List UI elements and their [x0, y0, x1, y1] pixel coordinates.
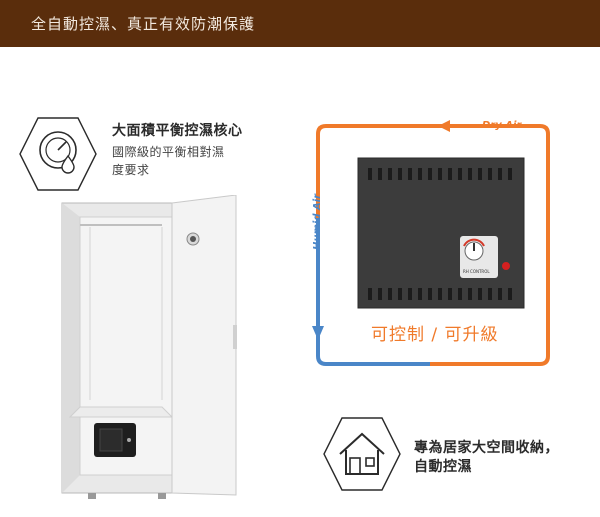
- device-label: RH CONTROL: [463, 269, 490, 274]
- feature2-line1: 專為居家大空間收納，: [414, 440, 559, 456]
- feature2-line2: 自動控濕: [414, 459, 472, 475]
- dry-air-label: Dry Air: [482, 120, 522, 131]
- humidity-gauge-icon: [19, 117, 97, 191]
- humid-air-label: Humid Air: [312, 193, 323, 250]
- air-loop-diagram: RH CONTROL: [312, 120, 550, 366]
- upgrade-caption: 可控制 / 可升級: [371, 325, 499, 345]
- feature-description-line2: 度要求: [112, 163, 150, 177]
- feature-description-line1: 國際級的平衡相對濕: [112, 145, 225, 159]
- house-icon: [323, 417, 401, 491]
- feature-title: 大面積平衡控濕核心: [112, 123, 243, 139]
- header-title: 全自動控濕、真正有效防潮保護: [31, 15, 256, 33]
- header-bar: 全自動控濕、真正有效防潮保護: [0, 0, 600, 47]
- dry-cabinet-illustration: [61, 195, 237, 499]
